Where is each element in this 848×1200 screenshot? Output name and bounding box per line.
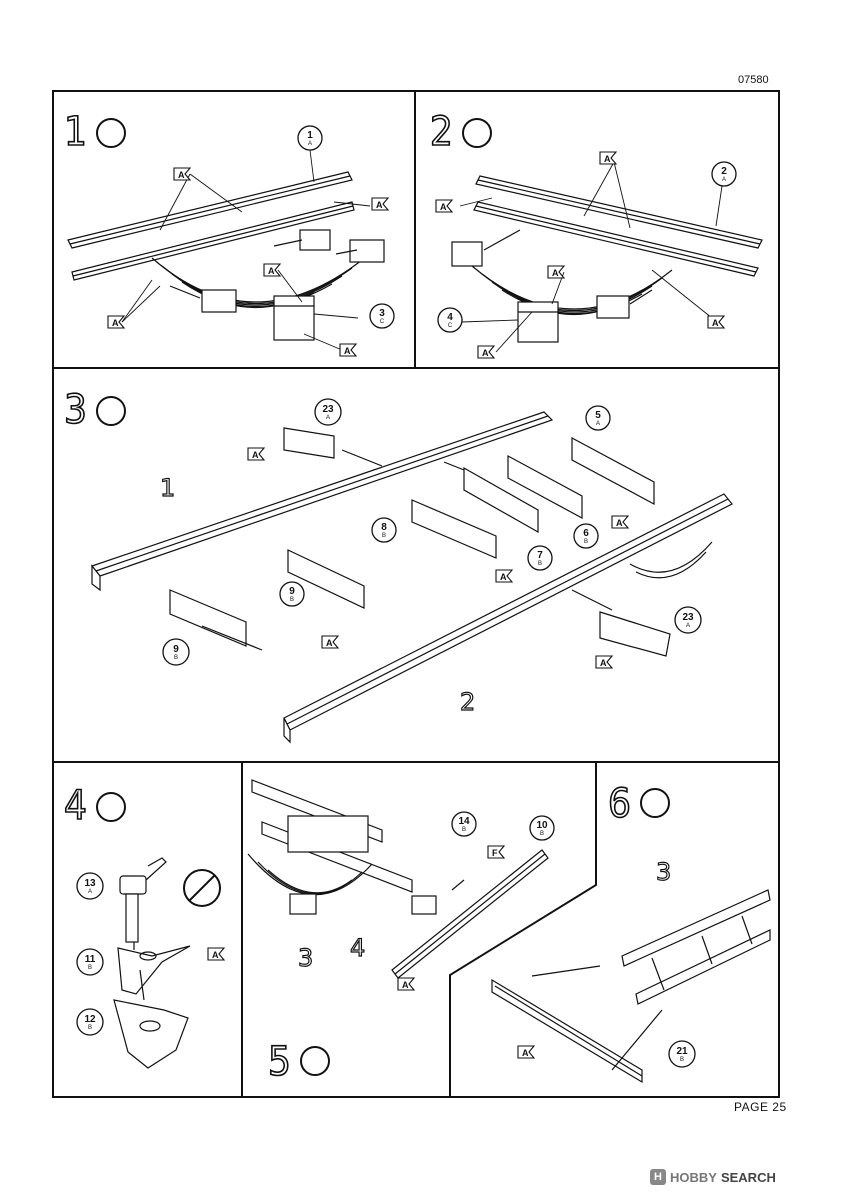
sprue-marker: A	[252, 450, 259, 460]
step-number: 3	[63, 387, 87, 433]
sprue-marker: A	[616, 518, 623, 528]
glue-icon	[96, 792, 126, 822]
part-label: 1	[159, 473, 176, 502]
watermark: H HOBBY SEARCH	[650, 1169, 776, 1185]
sprue-marker: A	[522, 1048, 529, 1058]
sprue-marker: A	[440, 202, 447, 212]
document-code: 07580	[738, 74, 769, 86]
sprue-marker: F	[492, 848, 498, 858]
watermark-brand: HOBBY	[670, 1169, 717, 1185]
glue-icon	[96, 396, 126, 426]
sprue-marker: A	[376, 200, 383, 210]
part-label: 2	[459, 687, 476, 716]
glue-icon	[300, 1046, 330, 1076]
step1-drawing	[67, 171, 385, 341]
sprue-marker: A	[482, 348, 489, 358]
callout-lines	[121, 149, 723, 353]
glue-icon	[462, 118, 492, 148]
step-number: 5	[267, 1039, 291, 1085]
step-number: 1	[63, 109, 87, 155]
step6-drawing	[491, 889, 771, 1084]
step-number: 4	[63, 783, 87, 829]
sprue-marker: A	[344, 346, 351, 356]
step-number: 6	[607, 781, 631, 827]
part-label: 3	[655, 857, 672, 886]
sprue-marker: A	[604, 154, 611, 164]
sprue-marker: A	[402, 980, 409, 990]
sprue-marker: A	[552, 268, 559, 278]
panel-dividers	[52, 90, 780, 1098]
step2-drawing	[451, 175, 763, 343]
sprue-marker: A	[178, 170, 185, 180]
sprue-marker: A	[712, 318, 719, 328]
sprue-marker: A	[112, 318, 119, 328]
part-label: 4	[349, 933, 366, 962]
glue-icon	[96, 118, 126, 148]
step-number: 2	[429, 109, 453, 155]
part-callout-circles	[76, 125, 737, 1068]
step4-drawing	[113, 857, 221, 1069]
sprue-marker: A	[600, 658, 607, 668]
step3-drawing	[90, 411, 733, 744]
watermark-badge: H	[650, 1169, 666, 1185]
sprue-flag-shapes	[107, 151, 726, 1059]
page-number: PAGE 25	[734, 1100, 787, 1114]
watermark-search: SEARCH	[720, 1169, 776, 1185]
step5-drawing	[247, 779, 549, 979]
instruction-drawings	[52, 90, 780, 1098]
sprue-marker: A	[268, 266, 275, 276]
sprue-marker: A	[212, 950, 219, 960]
part-label: 3	[297, 943, 314, 972]
glue-icon	[640, 788, 670, 818]
sprue-marker: A	[500, 572, 507, 582]
sprue-marker: A	[326, 638, 333, 648]
